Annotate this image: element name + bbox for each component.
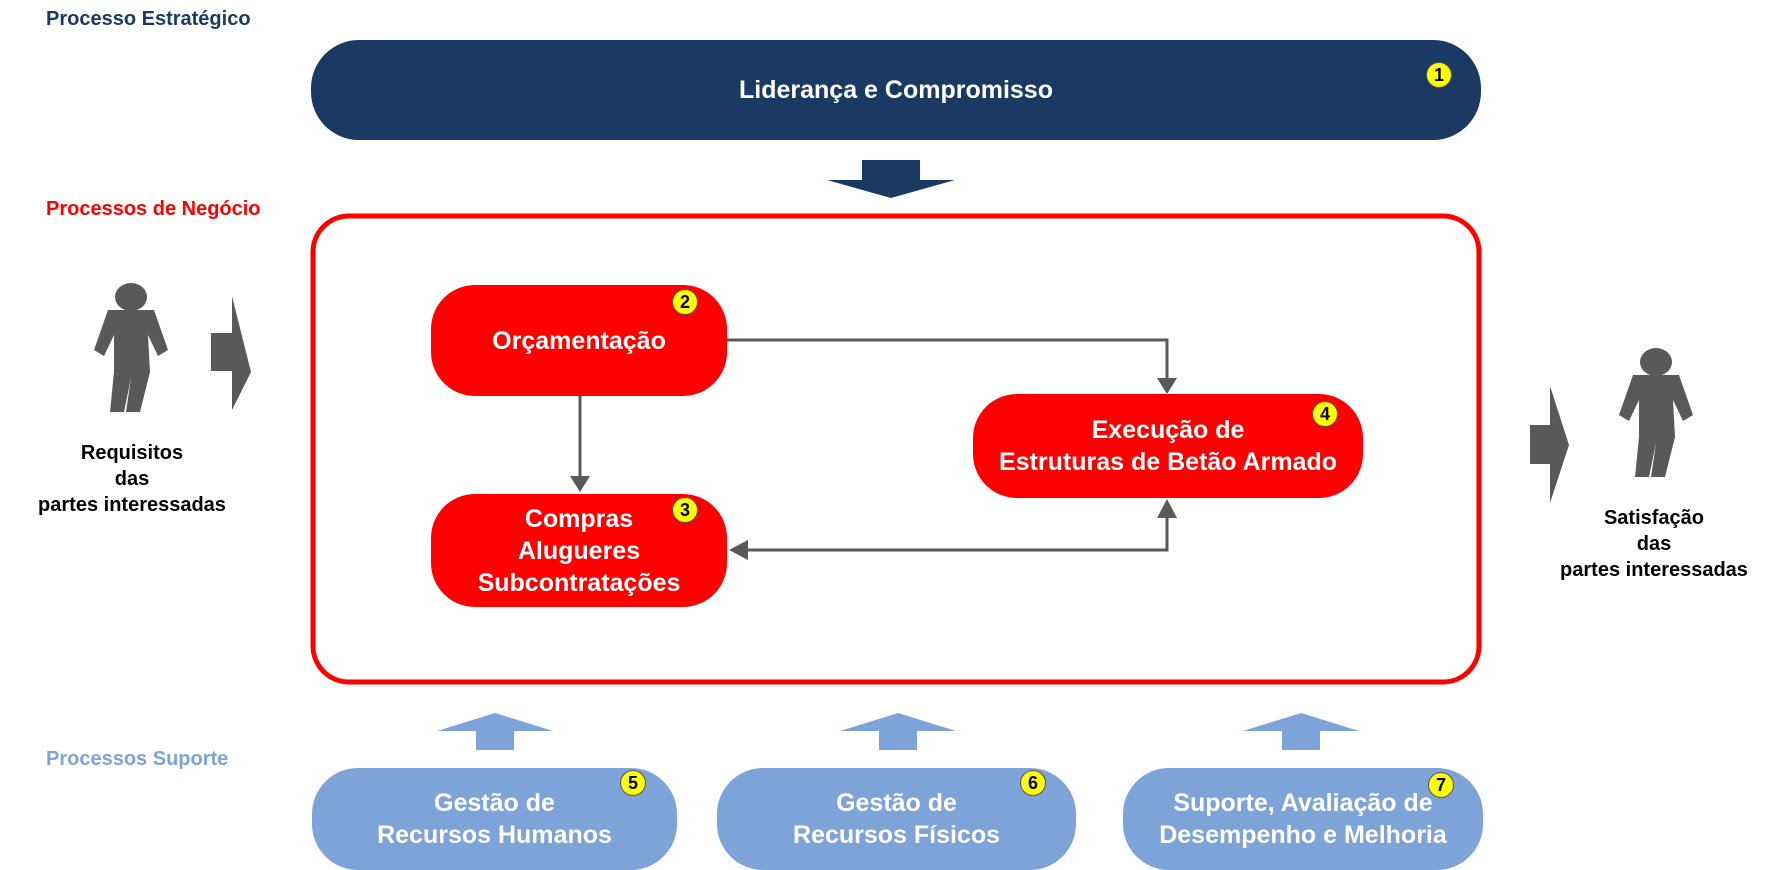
leadership-process: Liderança e Compromisso (311, 40, 1481, 140)
badge-2: 2 (672, 289, 698, 315)
badge-5: 5 (620, 770, 646, 796)
up-arrow-support-2 (840, 713, 956, 750)
physical-resources-process: Gestão de Recursos Físicos (717, 768, 1076, 870)
output-line-1: Satisfação (1603, 507, 1705, 529)
badge-4: 4 (1312, 401, 1338, 427)
person-icon-right (1619, 348, 1693, 477)
arrowhead-execution-top (1157, 378, 1177, 394)
output-arrow (1530, 386, 1569, 503)
arrowhead-execution-bottom (1157, 499, 1177, 518)
badge-3: 3 (672, 497, 698, 523)
arrowhead-purchasing-right (729, 540, 748, 560)
connector-execution-purchasing (746, 514, 1169, 552)
business-frame (310, 213, 1482, 685)
execution-line-2: Estruturas de Betão Armado (998, 448, 1338, 476)
output-line-3: partes interessadas (1560, 559, 1748, 581)
leadership-label: Liderança e Compromisso (739, 76, 1053, 104)
human-resources-line-1: Gestão de (434, 789, 555, 817)
support-section-label: Processos Suporte (46, 748, 229, 770)
performance-line-2: Desempenho e Melhoria (1159, 821, 1447, 849)
performance-process: Suporte, Avaliação de Desempenho e Melho… (1123, 768, 1483, 870)
performance-line-1: Suporte, Avaliação de (1173, 789, 1433, 817)
input-line-3: partes interessadas (38, 494, 226, 516)
person-icon-left (94, 283, 168, 412)
output-line-2: das (1636, 533, 1672, 555)
down-arrow-strategic (827, 160, 955, 198)
physical-resources-line-2: Recursos Físicos (792, 821, 1001, 849)
input-line-1: Requisitos (80, 442, 184, 464)
human-resources-line-2: Recursos Humanos (377, 821, 612, 849)
arrowhead-purchasing-top (570, 476, 590, 492)
badge-6: 6 (1020, 770, 1046, 796)
up-arrow-support-3 (1243, 713, 1359, 750)
badge-1: 1 (1426, 62, 1452, 88)
strategic-section-label: Processo Estratégico (46, 8, 251, 30)
execution-line-1: Execução de (1091, 416, 1245, 444)
input-arrow (211, 296, 251, 410)
badge-7: 7 (1428, 772, 1454, 798)
execution-process: Execução de Estruturas de Betão Armado (973, 394, 1363, 498)
up-arrow-support-1 (437, 713, 553, 750)
purchasing-line-3: Subcontratações (477, 568, 681, 597)
input-line-2: das (114, 468, 150, 490)
connector-budget-to-execution (726, 338, 1169, 380)
input-requirements: Requisitos das partes interessadas (10, 440, 254, 518)
purchasing-line-2: Alugueres (517, 536, 641, 565)
physical-resources-line-1: Gestão de (836, 789, 957, 817)
purchasing-line-1: Compras (524, 504, 634, 533)
budgeting-label: Orçamentação (492, 326, 666, 355)
human-resources-process: Gestão de Recursos Humanos (312, 768, 677, 870)
business-section-label: Processos de Negócio (46, 198, 261, 220)
output-satisfaction: Satisfação das partes interessadas (1530, 505, 1778, 583)
